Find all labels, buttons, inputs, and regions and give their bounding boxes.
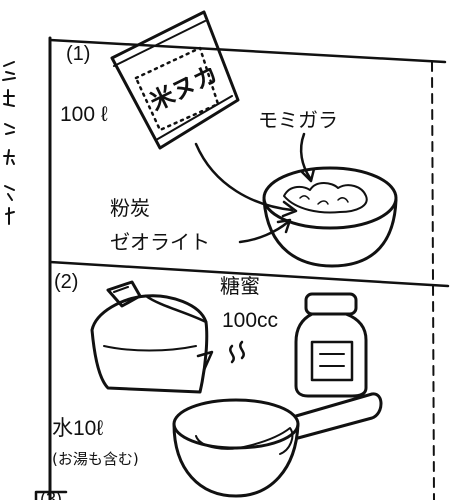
- molasses-amount: 100cc: [222, 309, 279, 332]
- step-1-number: (1): [66, 43, 91, 65]
- zeolite-label: ゼオライト: [110, 230, 210, 254]
- saucepan: [172, 392, 383, 498]
- water-note: (お湯も含む): [52, 450, 139, 468]
- molasses-label: 糖蜜: [220, 274, 260, 298]
- charcoal-label: 粉炭: [110, 196, 150, 220]
- zeolite-arrow: [238, 218, 292, 244]
- panel-frame: [34, 36, 450, 500]
- mixing-bowl: [262, 166, 398, 268]
- husk-arrow: [299, 132, 316, 183]
- bran-arrow: [194, 142, 298, 218]
- water-amount: 水10ℓ: [52, 417, 104, 440]
- measuring-jug: [90, 280, 214, 394]
- step-2-number: (2): [54, 271, 79, 293]
- cropped-left-text: [2, 61, 16, 225]
- step-3-number: (3): [40, 489, 62, 500]
- steam-marks: [229, 340, 245, 364]
- molasses-jar: [294, 292, 368, 398]
- rice-bran-bag: [110, 10, 240, 150]
- rice-husk-label: モミガラ: [258, 108, 338, 132]
- bran-amount: 100 ℓ: [60, 103, 108, 126]
